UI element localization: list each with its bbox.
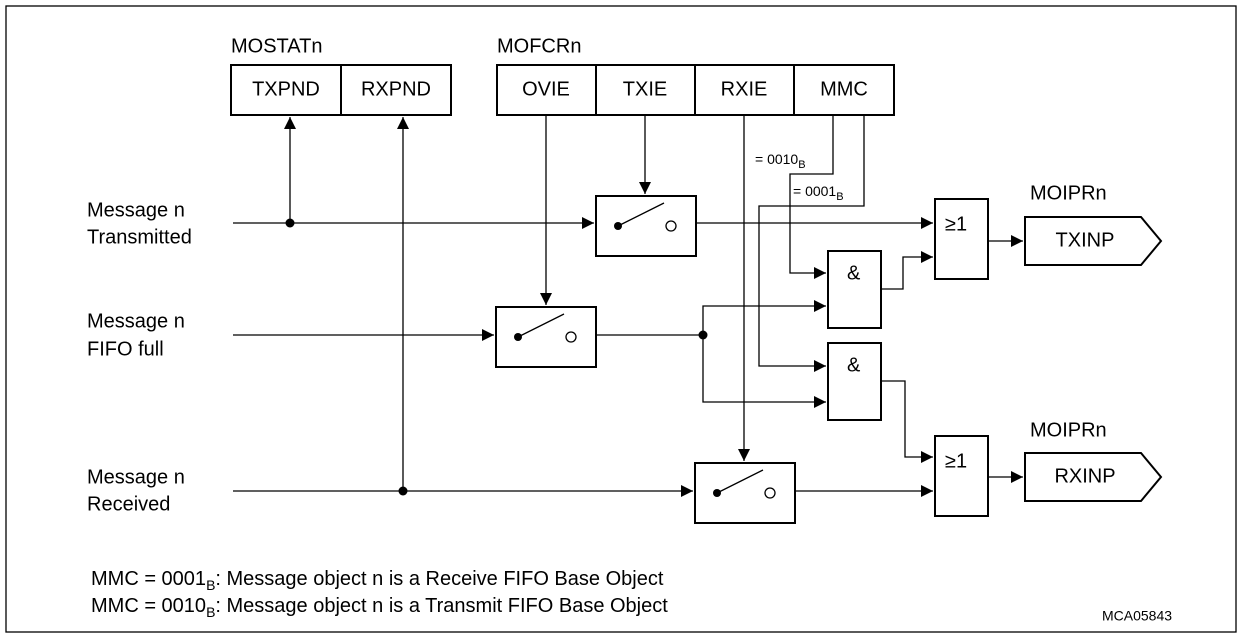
txpnd-label: TXPND xyxy=(252,78,320,100)
rxpnd-field xyxy=(340,64,452,116)
txie-label: TXIE xyxy=(623,78,667,100)
ovie-label: OVIE xyxy=(522,78,570,100)
and-gate-rx-symbol: & xyxy=(847,354,861,376)
or-gate-tx-symbol: ≥1 xyxy=(945,213,967,235)
input-transmitted-line1: Message n xyxy=(87,199,185,221)
mmc-field xyxy=(793,64,895,116)
txpnd-field xyxy=(230,64,342,116)
figure-frame xyxy=(5,5,1237,633)
figure-id: MCA05843 xyxy=(1102,608,1172,624)
input-received-line1: Message n xyxy=(87,466,185,488)
txie-field xyxy=(595,64,696,116)
mostat-register: MOSTATn TXPND RXPND xyxy=(230,35,452,116)
mostat-register-name: MOSTATn xyxy=(231,35,322,57)
mofcr-register-name: MOFCRn xyxy=(497,35,581,57)
or-gate-tx: ≥1 xyxy=(934,198,989,280)
mmc-condition-0010: = 0010B xyxy=(755,151,806,171)
and-gate-tx: & xyxy=(827,250,882,329)
rxpnd-label: RXPND xyxy=(361,78,431,100)
ovie-switch xyxy=(495,306,597,368)
output-txinp-label: TXINP xyxy=(1056,229,1115,251)
input-fifo-full-line1: Message n xyxy=(87,310,185,332)
input-transmitted-line2: Transmitted xyxy=(87,226,192,248)
output-rxinp-register: MOIPRn xyxy=(1030,419,1107,441)
mofcr-register: MOFCRn OVIE TXIE RXIE MMC xyxy=(496,35,895,116)
or-gate-rx-symbol: ≥1 xyxy=(945,450,967,472)
mmc-condition-0001: = 0001B xyxy=(793,183,844,203)
input-received-line2: Received xyxy=(87,493,170,515)
or-gate-rx: ≥1 xyxy=(934,435,989,517)
txie-switch xyxy=(595,195,697,257)
output-rxinp: MOIPRn RXINP xyxy=(1024,419,1163,502)
mmc-label: MMC xyxy=(820,78,868,100)
and-gate-tx-symbol: & xyxy=(847,262,861,284)
input-fifo-full-line2: FIFO full xyxy=(87,338,164,360)
rxie-label: RXIE xyxy=(721,78,768,100)
output-txinp: MOIPRn TXINP xyxy=(1024,182,1163,266)
output-rxinp-label: RXINP xyxy=(1054,465,1115,487)
note-mmc-receive: MMC = 0001B: Message object n is a Recei… xyxy=(91,568,664,592)
note-mmc-transmit: MMC = 0010B: Message object n is a Trans… xyxy=(91,595,668,619)
and-gate-rx: & xyxy=(827,342,882,421)
output-txinp-register: MOIPRn xyxy=(1030,182,1107,204)
signal-wiring xyxy=(233,115,1023,497)
rxie-switch xyxy=(694,462,796,524)
